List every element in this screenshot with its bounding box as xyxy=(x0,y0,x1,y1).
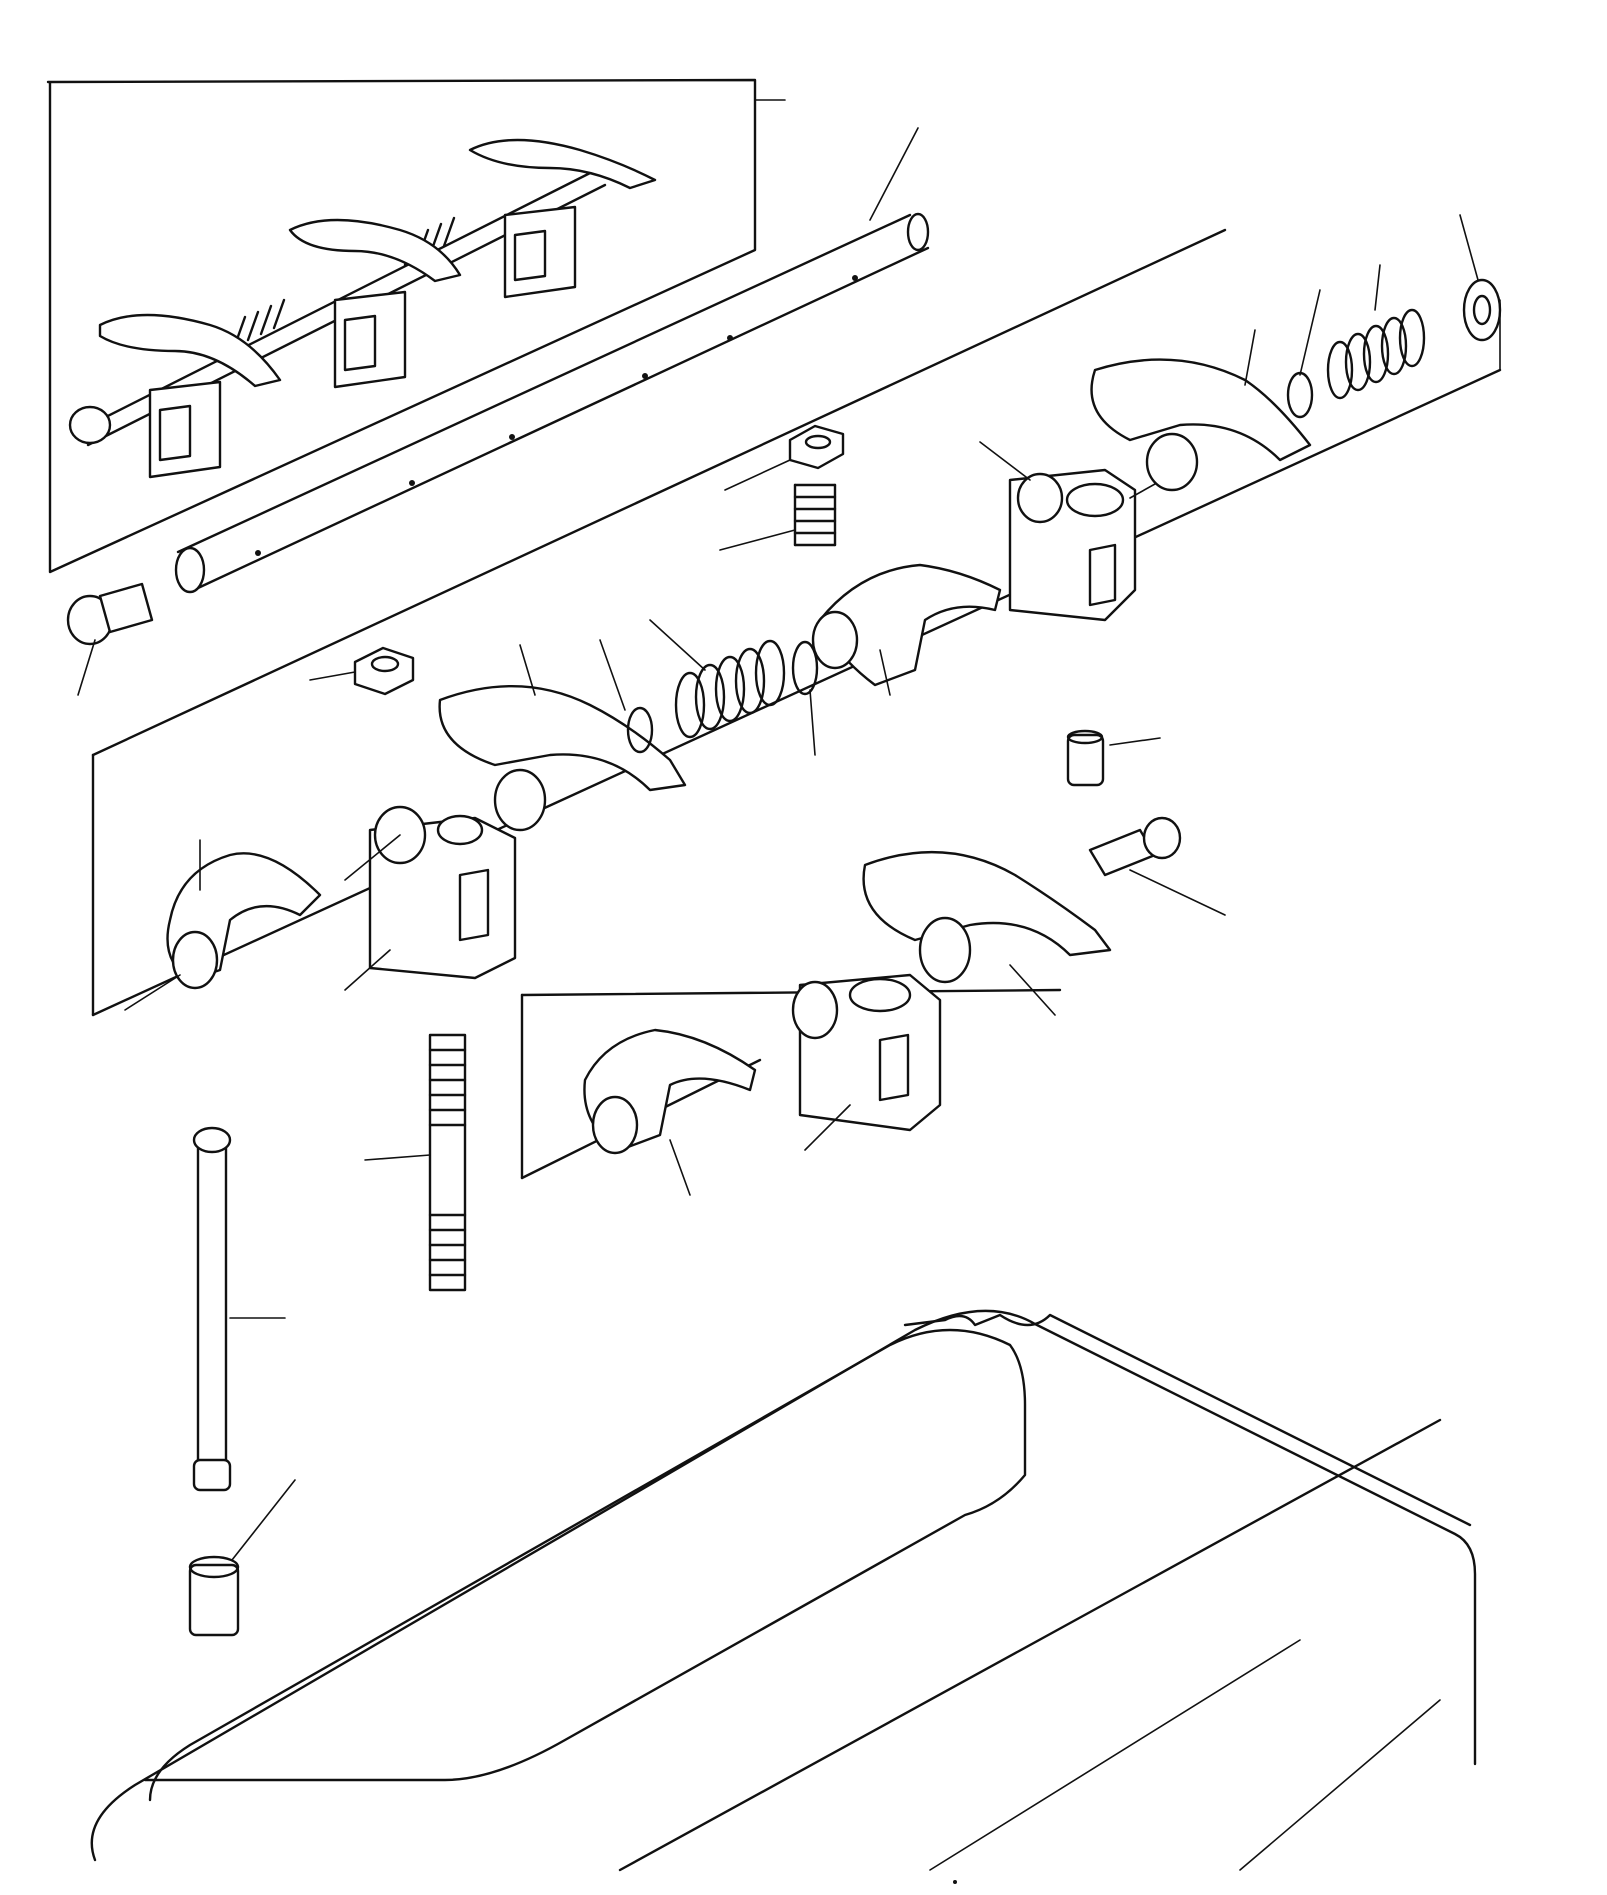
inset-bracket-1 xyxy=(148,380,222,479)
rocker-spring-middle xyxy=(649,619,786,739)
inset-bracket-3 xyxy=(503,205,577,299)
rocker-arm-top-right xyxy=(1090,329,1312,492)
rocker-bracket-middle xyxy=(344,805,517,991)
rocker-arm-middle-right xyxy=(811,563,1002,696)
adjusting-nut-top xyxy=(724,424,845,491)
inset-bracket-2 xyxy=(333,290,407,389)
adjusting-screw-spring-top xyxy=(719,483,837,551)
rocker-spring-top-right xyxy=(1326,264,1426,400)
push-rod xyxy=(192,1126,286,1492)
thrust-washer-middle xyxy=(599,639,654,754)
rocker-arm-middle xyxy=(438,644,687,832)
spacer-washer-middle xyxy=(791,640,819,756)
stud xyxy=(364,1033,467,1292)
rocker-bracket-top-right xyxy=(979,441,1181,622)
assembled-rocker-shaft-inset xyxy=(46,78,786,574)
thrust-washer-top-right xyxy=(1286,289,1321,419)
locating-screw xyxy=(1088,816,1226,916)
tappet xyxy=(188,1479,296,1637)
cylinder-head xyxy=(90,1309,1477,1884)
end-washer-top-right xyxy=(1459,214,1502,342)
inset-rocker-arm-1 xyxy=(68,313,282,445)
inset-rocker-arm-3 xyxy=(468,138,657,190)
rocker-bracket-lower xyxy=(791,973,942,1151)
rocker-arm-lower-left xyxy=(583,1028,757,1196)
rocker-shaft xyxy=(174,127,930,594)
end-plug-bolt xyxy=(66,582,154,696)
dowel-pin xyxy=(1066,729,1161,787)
adjusting-nut-middle xyxy=(309,646,415,696)
rocker-arm-left xyxy=(124,839,322,1011)
inset-spring-1 xyxy=(233,298,286,347)
middle-group-frame xyxy=(91,228,1502,1017)
rocker-arm-lower-right xyxy=(862,851,1112,1016)
inset-rocker-arm-2 xyxy=(288,218,462,283)
